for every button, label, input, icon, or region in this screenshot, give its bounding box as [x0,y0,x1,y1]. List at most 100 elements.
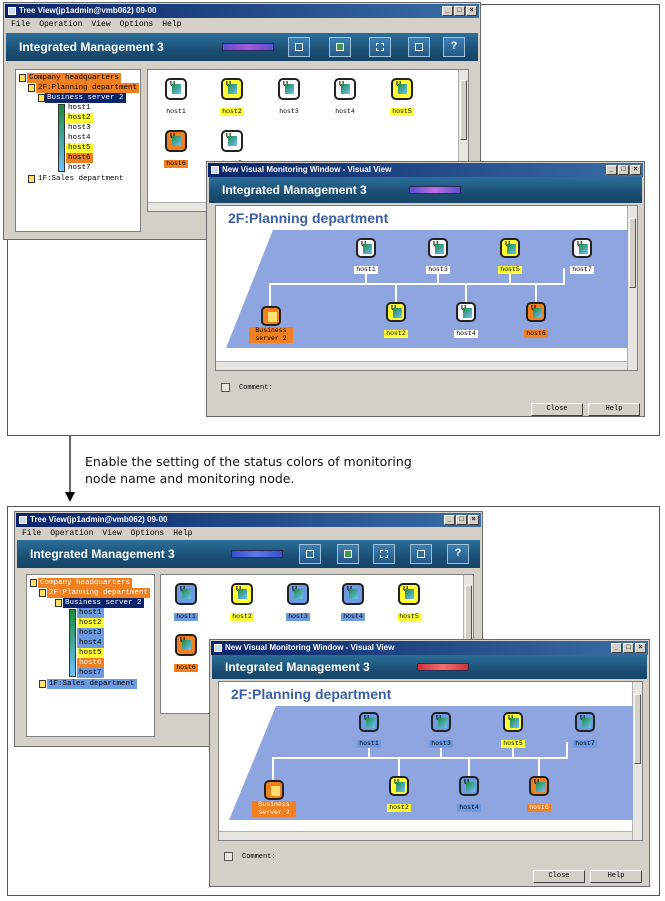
tree-item-company[interactable]: Company headquarters [27,73,122,83]
toolbar-button-window[interactable] [408,37,430,57]
node-host4[interactable]: Uhost4 [332,583,374,623]
tree-item-host6[interactable]: host6 [66,153,93,163]
toolbar-button-event-list[interactable] [288,37,310,57]
help-button[interactable]: Help [590,870,642,883]
vertical-scrollbar[interactable] [627,206,637,370]
node-business-server[interactable]: Business server 2 [252,780,296,819]
menu-options[interactable]: Options [130,529,165,538]
node-host7[interactable]: Uhost7 [561,238,603,276]
node-host5[interactable]: Uhost5 [492,712,534,750]
node-host6[interactable]: Uhost6 [515,302,557,340]
toolbar-button-event-list[interactable] [299,544,321,564]
tree-item-host7[interactable]: host7 [68,164,91,172]
menu-options[interactable]: Options [119,20,154,29]
minimize-button[interactable]: _ [444,515,455,525]
minimize-button[interactable]: _ [442,6,453,16]
node-host4[interactable]: Uhost4 [324,78,366,118]
toolbar-button-window[interactable] [410,544,432,564]
toolbar-button-help[interactable]: ? [447,544,469,564]
node-host7[interactable]: Uhost7 [564,712,606,750]
close-window-button[interactable]: × [635,643,646,653]
menu-help[interactable]: Help [162,20,182,29]
tree-item-server[interactable]: Business server 2 [63,598,144,608]
title-bar[interactable]: Tree View(jp1admin@vmb062) 09-00 _ □ × [16,513,481,527]
tree-item-sales[interactable]: 1F:Sales department [47,679,137,689]
monitoring-node-icon: U [359,712,379,732]
tree-item-host7[interactable]: host7 [77,668,104,678]
menu-help[interactable]: Help [173,529,193,538]
node-host3[interactable]: Uhost3 [277,583,319,623]
menu-file[interactable]: File [22,529,42,538]
node-host3[interactable]: Uhost3 [420,712,462,750]
menu-view[interactable]: View [102,529,122,538]
horizontal-scrollbar[interactable] [216,361,627,370]
node-host1[interactable]: Uhost1 [348,712,390,750]
toolbar-button-tools[interactable] [369,37,391,57]
maximize-button[interactable]: □ [454,6,465,16]
node-business-server[interactable]: Business server 2 [249,306,293,345]
title-bar[interactable]: New Visual Monitoring Window - Visual Vi… [211,641,648,655]
maximize-button[interactable]: □ [456,515,467,525]
comment-icon[interactable] [224,852,233,861]
horizontal-scrollbar[interactable] [219,831,632,840]
tree-item-host5[interactable]: host5 [66,143,93,153]
tree-item-host1[interactable]: host1 [77,608,104,618]
toolbar-button-help[interactable]: ? [443,37,465,57]
node-host1[interactable]: Uhost1 [165,583,207,623]
node-host2[interactable]: Uhost2 [221,583,263,623]
node-host3[interactable]: Uhost3 [268,78,310,118]
tree-item-host3[interactable]: host3 [77,628,104,638]
toolbar-button-monitor[interactable] [337,544,359,564]
menu-file[interactable]: File [11,20,31,29]
minimize-button[interactable]: _ [611,643,622,653]
close-window-button[interactable]: × [466,6,477,16]
node-host3[interactable]: Uhost3 [417,238,459,276]
vertical-scrollbar[interactable] [632,682,642,840]
toolbar-button-monitor[interactable] [329,37,351,57]
tree-item-host1[interactable]: host1 [68,104,91,112]
tree-item-host2[interactable]: host2 [66,113,93,123]
tree-item-host4[interactable]: host4 [77,638,104,648]
menu-operation[interactable]: Operation [50,529,94,538]
toolbar-button-tools[interactable] [373,544,395,564]
close-button[interactable]: Close [531,403,583,416]
vertical-scrollbar[interactable] [458,70,468,211]
node-host4[interactable]: Uhost4 [445,302,487,340]
node-host6[interactable]: Uhost6 [155,130,197,170]
close-window-button[interactable]: × [630,165,641,175]
node-host4[interactable]: Uhost4 [448,776,490,814]
tree-item-sales[interactable]: 1F:Sales department [38,175,124,183]
tree-item-host2[interactable]: host2 [77,618,104,628]
tree-item-host5[interactable]: host5 [77,648,104,658]
close-window-button[interactable]: × [468,515,479,525]
tree-item-host3[interactable]: host3 [68,124,91,132]
node-host1[interactable]: Uhost1 [155,78,197,118]
minimize-button[interactable]: _ [606,165,617,175]
title-bar[interactable]: Tree View(jp1admin@vmb062) 09-00 _ □ × [5,4,479,18]
node-host2[interactable]: Uhost2 [378,776,420,814]
tree-item-server[interactable]: Business server 2 [45,93,126,103]
map-background [226,230,628,348]
node-host2[interactable]: Uhost2 [375,302,417,340]
title-bar[interactable]: New Visual Monitoring Window - Visual Vi… [208,163,643,177]
node-host2[interactable]: Uhost2 [211,78,253,118]
visual-view-window-after: New Visual Monitoring Window - Visual Vi… [209,639,650,887]
tree-item-company[interactable]: Company headquarters [38,578,133,588]
tree-item-planning[interactable]: 2F:Planning department [36,83,140,93]
node-host6[interactable]: Uhost6 [165,634,207,674]
maximize-button[interactable]: □ [623,643,634,653]
node-host6[interactable]: Uhost6 [518,776,560,814]
node-host5[interactable]: Uhost5 [388,583,430,623]
tree-item-planning[interactable]: 2F:Planning department [47,588,151,598]
menu-operation[interactable]: Operation [39,20,83,29]
tree-item-host4[interactable]: host4 [68,134,91,142]
node-host5[interactable]: Uhost5 [381,78,423,118]
comment-icon[interactable] [221,383,230,392]
close-button[interactable]: Close [533,870,585,883]
node-host5[interactable]: Uhost5 [489,238,531,276]
tree-item-host6[interactable]: host6 [77,658,104,668]
help-button[interactable]: Help [588,403,640,416]
maximize-button[interactable]: □ [618,165,629,175]
node-host1[interactable]: Uhost1 [345,238,387,276]
menu-view[interactable]: View [91,20,111,29]
